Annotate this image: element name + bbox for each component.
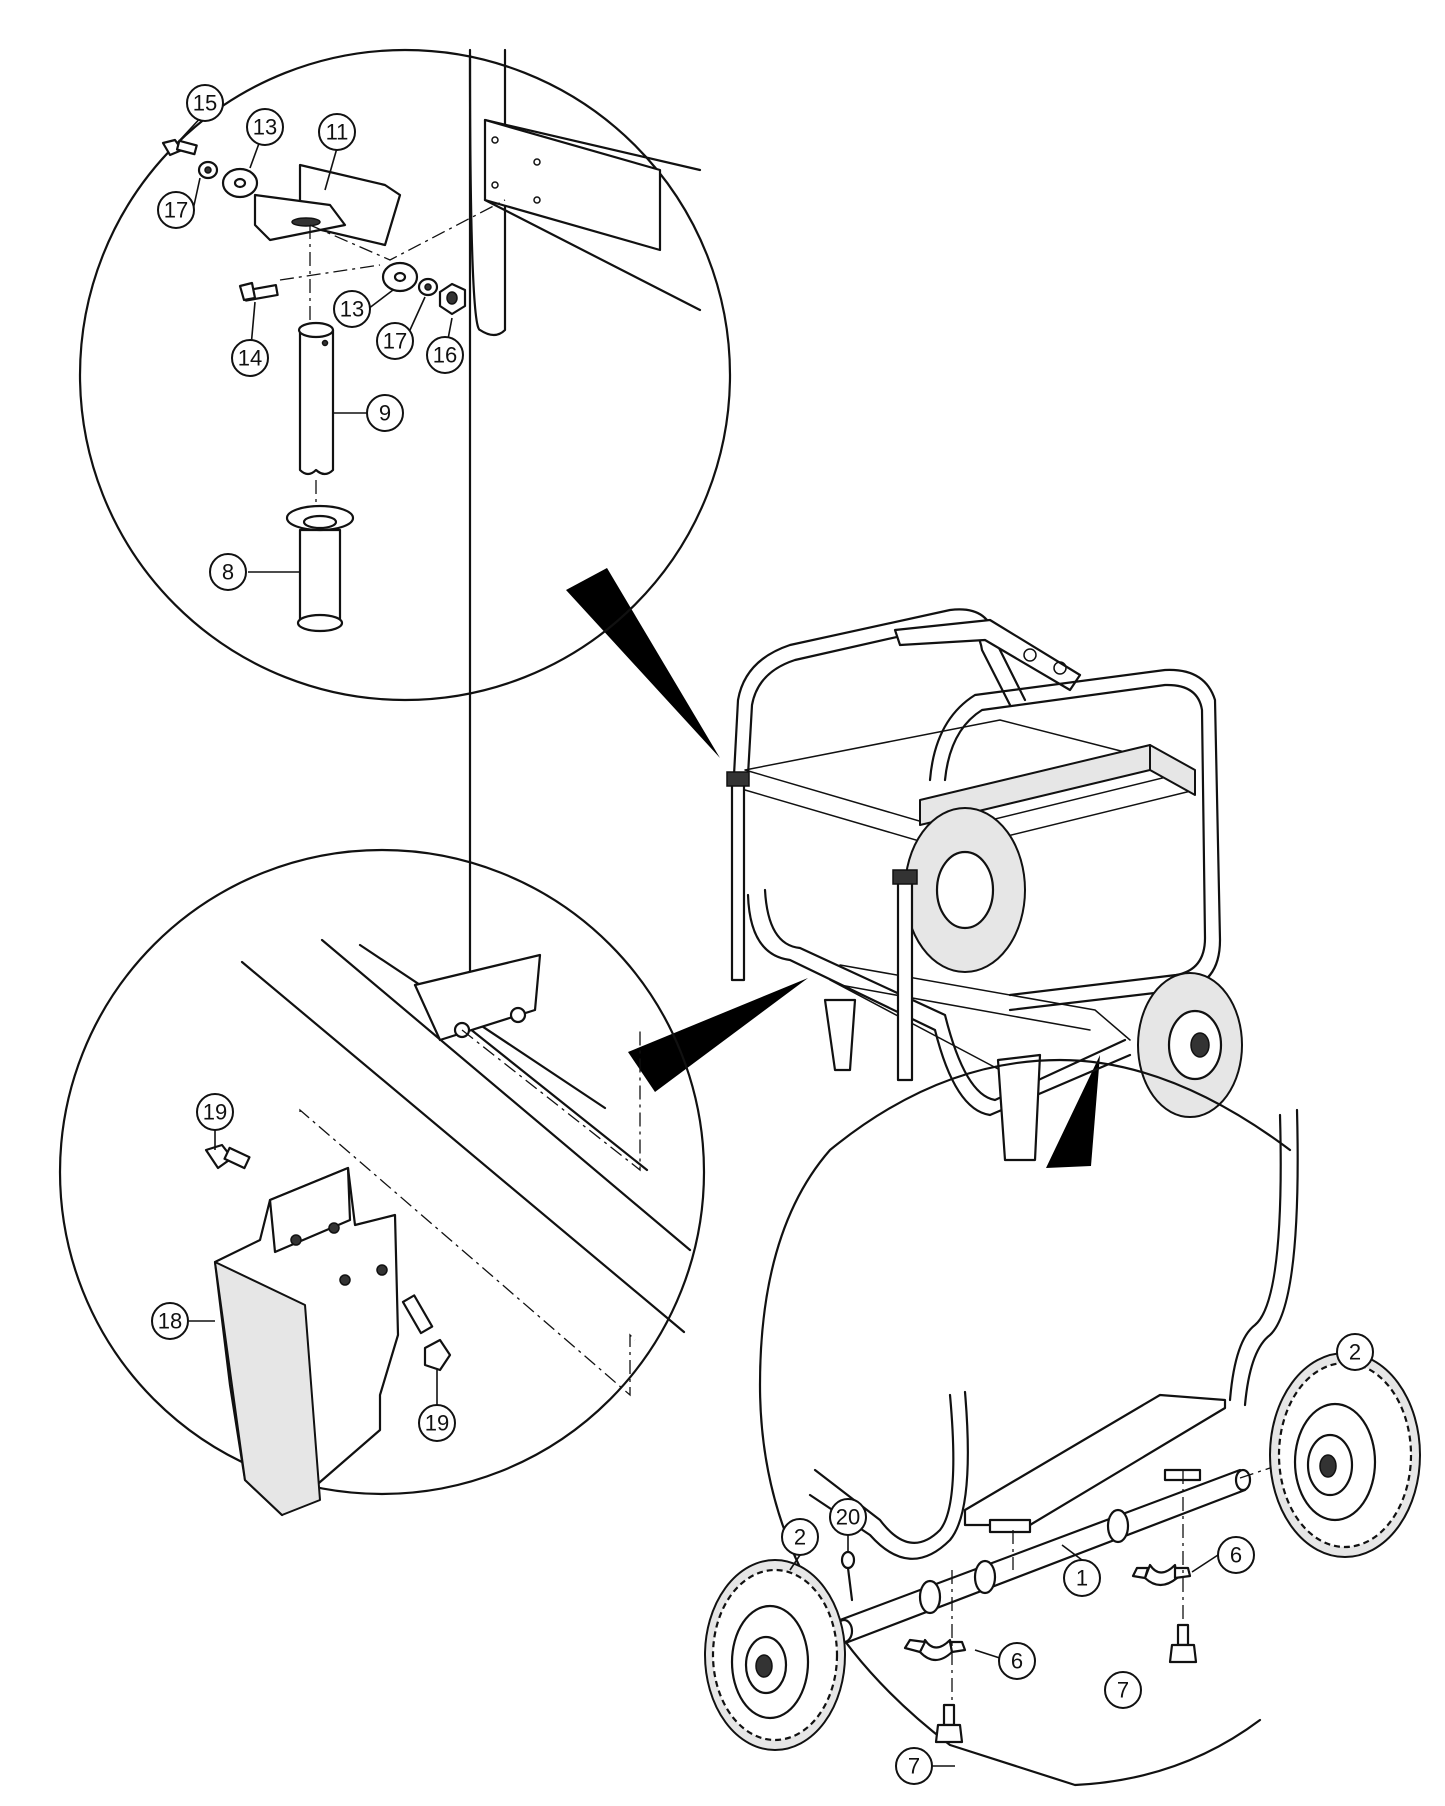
svg-text:8: 8	[222, 560, 234, 585]
detail-pointer-upper	[566, 568, 720, 758]
callout-19-lower: 19	[418, 1404, 456, 1442]
svg-text:6: 6	[1011, 1649, 1023, 1674]
detail-pointer-left	[628, 978, 808, 1092]
detail-circle-leg-mount	[78, 48, 732, 1002]
svg-text:17: 17	[164, 198, 188, 223]
callout-2-right: 2	[1336, 1333, 1374, 1371]
svg-text:18: 18	[158, 1309, 182, 1334]
svg-text:15: 15	[193, 91, 217, 116]
svg-text:9: 9	[379, 401, 391, 426]
detail-circle-foot-bracket	[58, 848, 706, 1517]
wheel-2-right	[1269, 1352, 1421, 1558]
callout-6-left: 6	[998, 1642, 1036, 1680]
callout-15: 15	[186, 84, 224, 122]
detail-circle-axle-wheels	[704, 1058, 1421, 1787]
callout-6-right: 6	[1217, 1536, 1255, 1574]
svg-text:14: 14	[238, 346, 262, 371]
callout-13-lower: 13	[333, 290, 371, 328]
svg-text:16: 16	[433, 343, 457, 368]
callout-1: 1	[1063, 1559, 1101, 1597]
svg-text:2: 2	[1349, 1340, 1361, 1365]
callout-14: 14	[231, 339, 269, 377]
svg-text:19: 19	[203, 1100, 227, 1125]
callout-17-lower: 17	[376, 322, 414, 360]
generator-frame-overview	[726, 608, 1243, 1162]
callout-9: 9	[366, 394, 404, 432]
svg-text:17: 17	[383, 329, 407, 354]
callout-7-left: 7	[895, 1747, 933, 1785]
svg-text:1: 1	[1076, 1566, 1088, 1591]
clamp-6-right	[1131, 1563, 1192, 1587]
svg-text:2: 2	[794, 1525, 806, 1550]
bolt-19-upper	[204, 1143, 251, 1170]
svg-text:19: 19	[425, 1411, 449, 1436]
svg-text:11: 11	[326, 120, 349, 145]
callout-13-upper: 13	[246, 108, 284, 146]
callout-8: 8	[209, 553, 247, 591]
wheel-rear-overview	[904, 807, 1026, 973]
detail-pointer-lower	[1046, 1055, 1100, 1168]
svg-text:20: 20	[836, 1505, 860, 1530]
callout-7-right: 7	[1104, 1671, 1142, 1709]
callout-19-upper: 19	[196, 1093, 234, 1131]
cotter-pin-20	[840, 1550, 856, 1602]
svg-text:6: 6	[1230, 1543, 1242, 1568]
callout-20: 20	[829, 1498, 867, 1536]
axle-tube-1	[834, 1468, 1252, 1644]
svg-text:13: 13	[340, 297, 364, 322]
callout-18: 18	[151, 1302, 189, 1340]
bolt-7-left	[934, 1703, 964, 1744]
wheel-front-overview	[1137, 972, 1243, 1118]
svg-text:7: 7	[908, 1754, 920, 1779]
wheel-2-left	[704, 1559, 846, 1751]
clamp-6-left	[903, 1638, 967, 1662]
bolt-7-right	[1168, 1623, 1198, 1664]
svg-text:13: 13	[253, 115, 277, 140]
callout-11: 11	[318, 113, 356, 151]
bolt-19-lower	[401, 1294, 452, 1372]
callout-16: 16	[426, 336, 464, 374]
svg-text:7: 7	[1117, 1678, 1129, 1703]
callout-17-upper: 17	[157, 191, 195, 229]
callout-2-left: 2	[781, 1518, 819, 1556]
